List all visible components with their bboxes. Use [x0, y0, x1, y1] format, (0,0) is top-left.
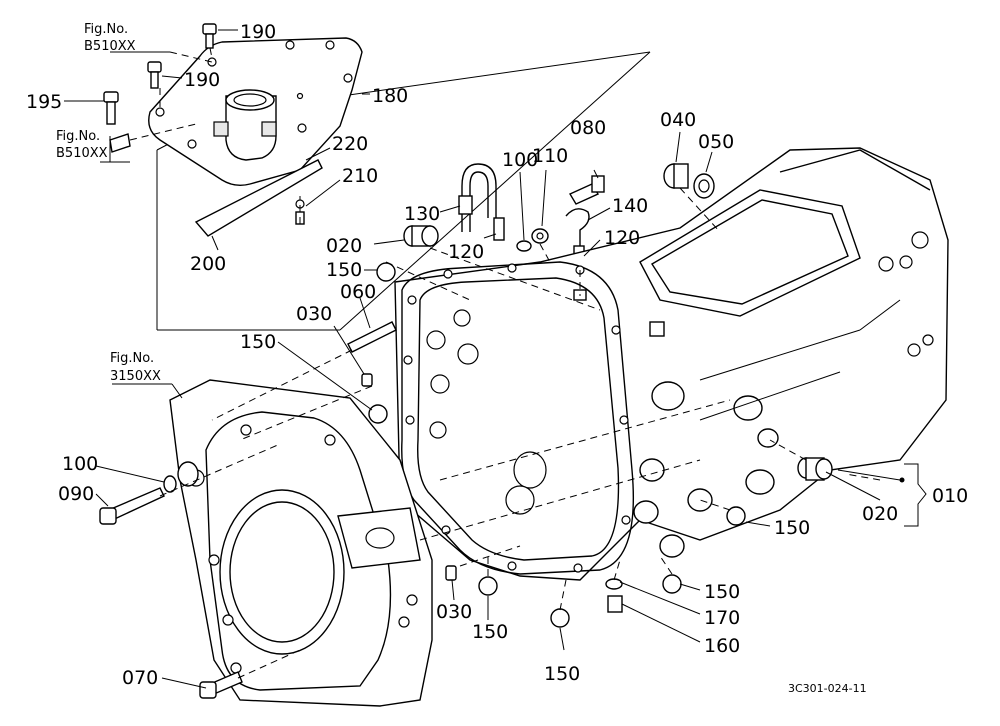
bolt-070	[199, 671, 243, 699]
fig-ref-top: Fig.No. B510XX	[84, 22, 136, 54]
callout-070: 070	[122, 667, 158, 689]
callout-040: 040	[660, 109, 696, 131]
callout-100-left: 100	[62, 453, 98, 475]
callout-150-bottom: 150	[544, 663, 580, 685]
fig-ref-line2: 3150XX	[110, 369, 161, 384]
pin-030-lower	[445, 565, 457, 581]
dashed-lines	[129, 47, 881, 679]
bolt-190-top	[202, 23, 217, 49]
callout-160: 160	[704, 635, 740, 657]
callout-020-right: 020	[862, 503, 898, 525]
fig-ref-bottom: Fig.No. 3150XX	[110, 351, 161, 384]
fig-ref-line1: Fig.No.	[110, 351, 154, 366]
callout-150-center: 150	[472, 621, 508, 643]
washer-100-left	[163, 475, 177, 493]
callout-080: 080	[570, 117, 606, 139]
callouts: 190 190 195 180 220 210 200 080 110 100 …	[26, 21, 968, 689]
bolt-190-left	[147, 61, 162, 89]
front-housing	[169, 379, 433, 707]
callout-020-top: 020	[326, 235, 362, 257]
fig-ref-middle: Fig.No. B510XX	[56, 129, 108, 161]
plugs-150	[368, 262, 746, 628]
fig-ref-line2: B510XX	[84, 39, 136, 54]
callout-150-top: 150	[326, 259, 362, 281]
parts-160-170	[605, 578, 623, 613]
washer-100	[516, 240, 532, 252]
callout-010: 010	[932, 485, 968, 507]
top-cover-plate	[148, 37, 363, 187]
callout-180: 180	[372, 85, 408, 107]
stud-060	[347, 321, 397, 353]
fig-ref-line1: Fig.No.	[84, 22, 128, 37]
callout-110: 110	[532, 145, 568, 167]
pin-030-upper	[361, 373, 373, 387]
fig-ref-line1: Fig.No.	[56, 129, 100, 144]
bushing-020-right	[797, 457, 833, 481]
callout-200: 200	[190, 253, 226, 275]
callout-190-left: 190	[184, 69, 220, 91]
leader-lines	[64, 29, 927, 689]
callout-195: 195	[26, 91, 62, 113]
callout-170: 170	[704, 607, 740, 629]
fig-ref-line2: B510XX	[56, 146, 108, 161]
callout-210: 210	[342, 165, 378, 187]
callout-150-right: 150	[774, 517, 810, 539]
callout-050: 050	[698, 131, 734, 153]
callout-030-lower: 030	[436, 601, 472, 623]
callout-150-left: 150	[240, 331, 276, 353]
callout-120-left: 120	[448, 241, 484, 263]
hose-130	[458, 163, 497, 232]
bushing-020-top	[403, 225, 439, 247]
drawing-code: 3C301-024-11	[788, 682, 867, 695]
fitting-080	[568, 175, 605, 205]
callout-090: 090	[58, 483, 94, 505]
callout-140: 140	[612, 195, 648, 217]
callout-060: 060	[340, 281, 376, 303]
plug-040	[663, 163, 689, 189]
callout-190-top: 190	[240, 21, 276, 43]
callout-030-upper: 030	[296, 303, 332, 325]
bolt-090	[99, 487, 165, 525]
nozzle-120	[493, 217, 505, 241]
ring-110	[531, 228, 549, 244]
callout-220: 220	[332, 133, 368, 155]
callout-100-top: 100	[502, 149, 538, 171]
ring-050	[693, 173, 715, 199]
bolt-195	[103, 91, 131, 153]
callout-120-right: 120	[604, 227, 640, 249]
marker-dot	[899, 477, 905, 483]
callout-150-lower-right: 150	[704, 581, 740, 603]
callout-130: 130	[404, 203, 440, 225]
